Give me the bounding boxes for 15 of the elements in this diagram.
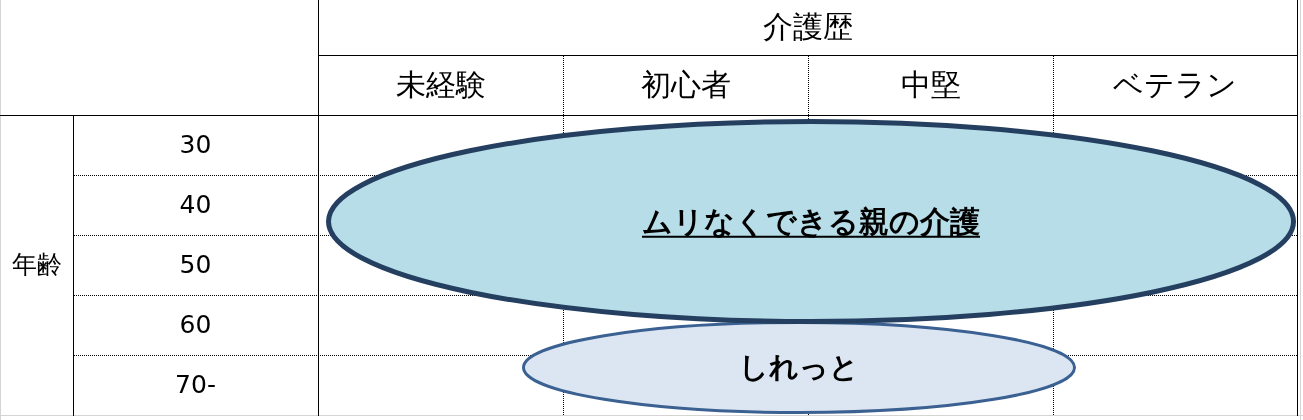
column-header: 中堅 [900, 67, 961, 103]
oval-shape [326, 119, 1296, 324]
column-header: 初心者 [640, 67, 731, 103]
oval-label: ムリなくできる親の介護 [642, 204, 980, 239]
oval-label: しれっと [739, 350, 859, 385]
column-group-header: 介護歴 [762, 10, 853, 45]
column-header: 未経験 [395, 67, 486, 103]
row-header: 40 [179, 190, 212, 220]
row-header: 50 [179, 250, 212, 280]
row-header: 30 [179, 130, 212, 160]
row-group-header: 年齢 [11, 250, 62, 280]
oval-shape [522, 321, 1076, 414]
row-header: 70- [175, 370, 216, 400]
row-header: 60 [179, 310, 212, 340]
column-header: ベテラン [1113, 67, 1237, 103]
